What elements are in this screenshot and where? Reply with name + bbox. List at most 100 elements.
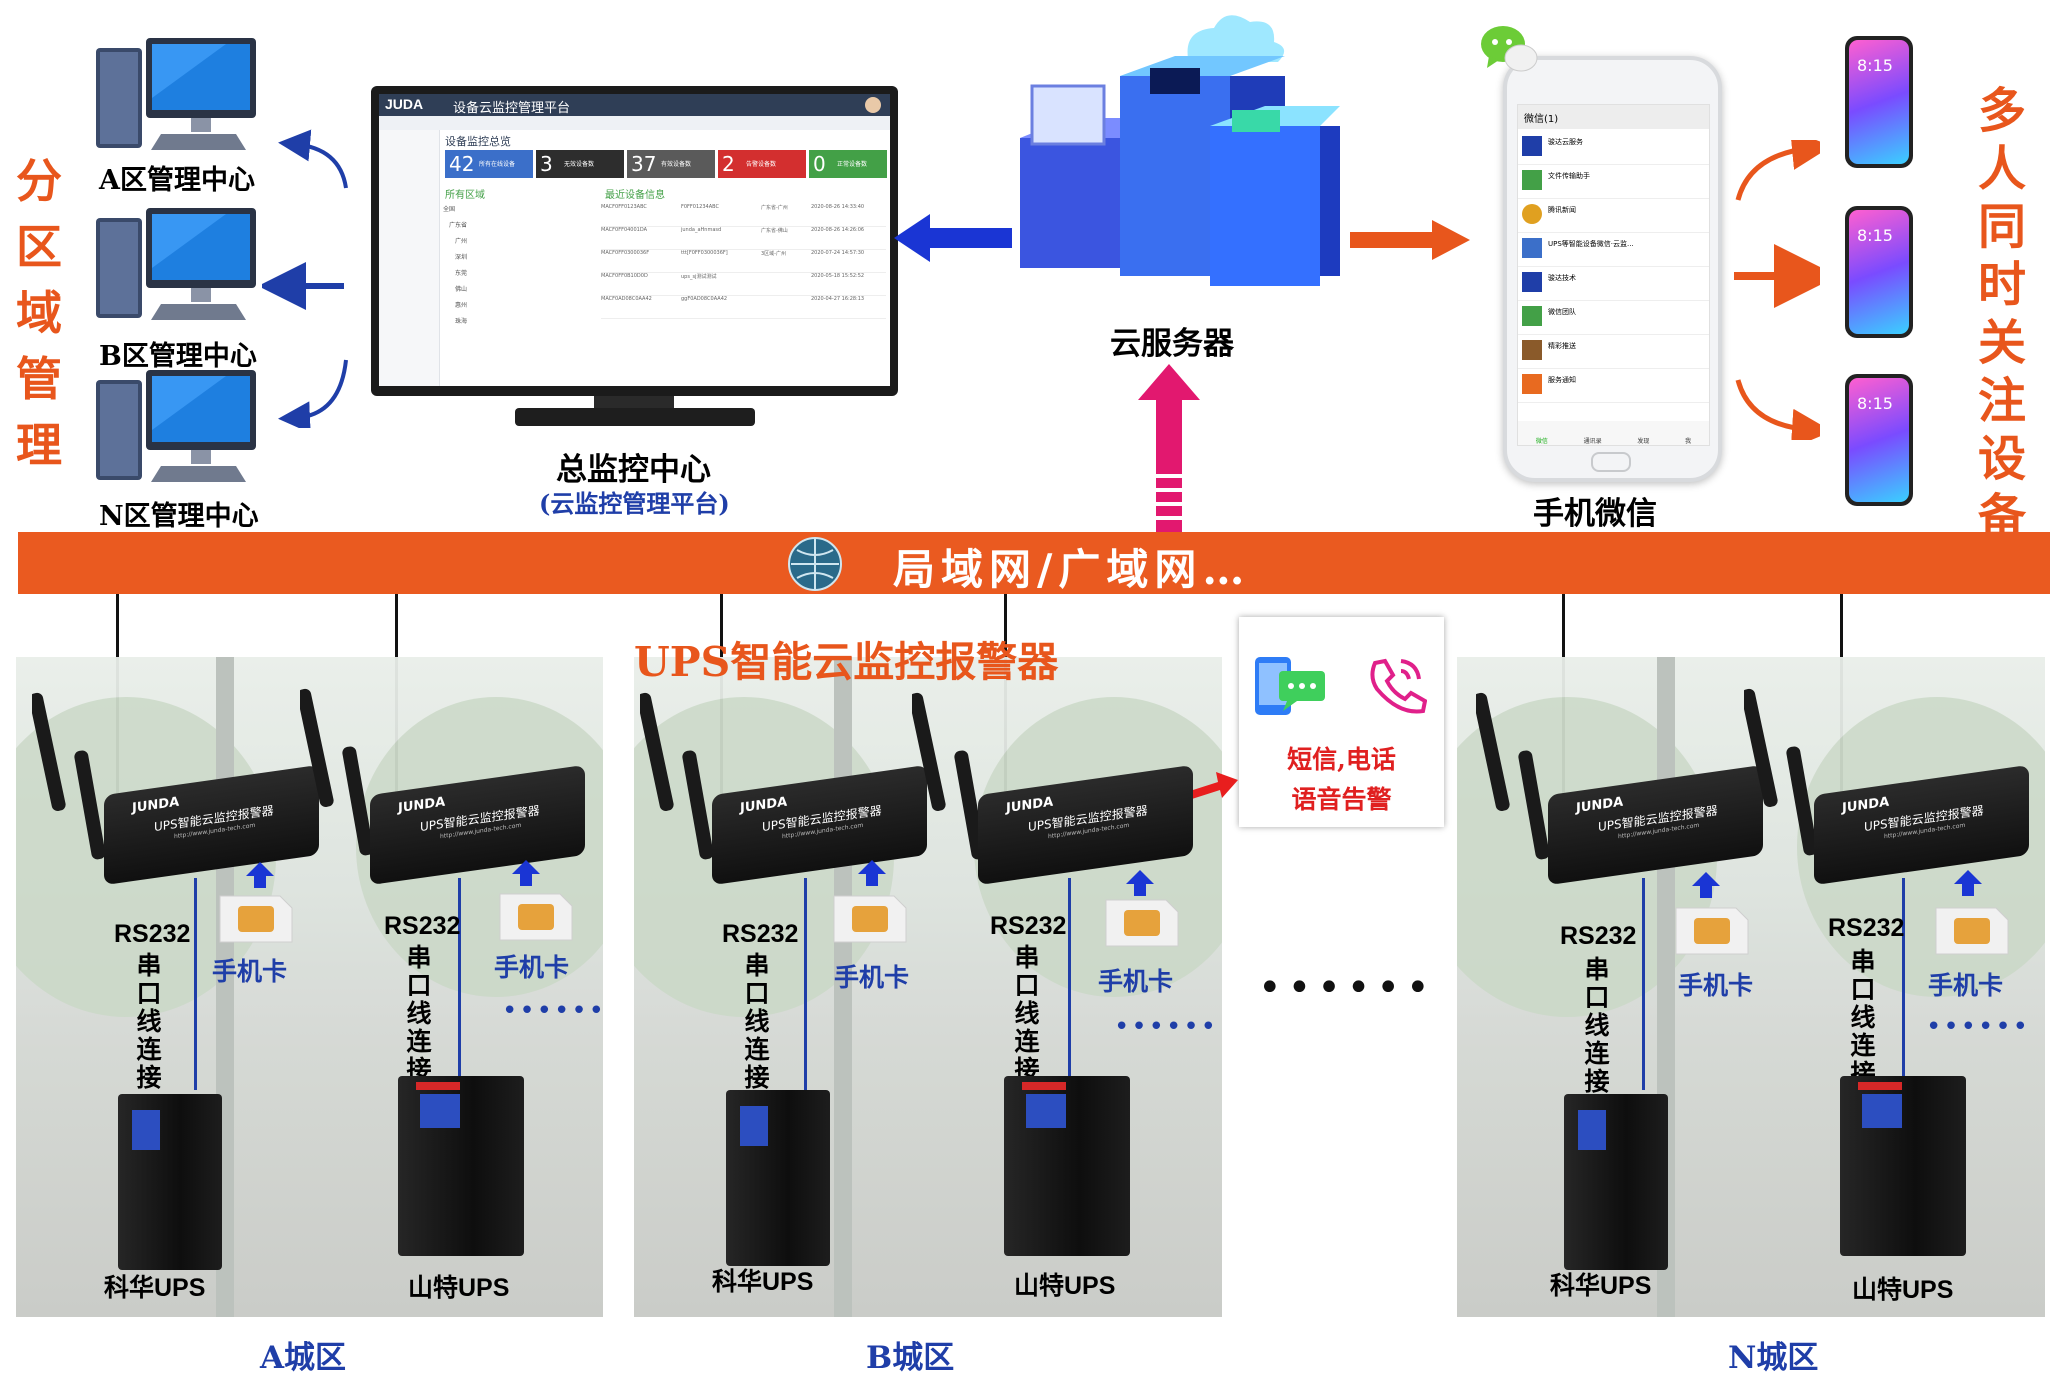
tree-item[interactable]: 佛山	[455, 286, 468, 293]
up-arrow-icon	[1954, 870, 1982, 896]
chat-name: 骏达技术	[1548, 274, 1576, 282]
list-item[interactable]: 文件传输助手	[1518, 165, 1709, 199]
row-name: ttt[F0FF0300036F]	[681, 250, 728, 256]
region-label-right: 多人同时关注设备	[1975, 82, 2029, 546]
tab-chats[interactable]: 微信	[1535, 438, 1548, 445]
row-id: MACF0FF0B10D0D	[601, 273, 648, 279]
row-id: MACF0FF04001DA	[601, 227, 648, 233]
tree-item[interactable]: 广东省	[449, 222, 468, 229]
tree-item[interactable]: 东莞	[455, 270, 468, 277]
follower-phone-time: 8:15	[1857, 56, 1893, 75]
up-arrow-icon	[246, 862, 274, 888]
alarm-text-line1: 短信,电话	[1287, 745, 1396, 774]
management-center-n-label: N区管理中心	[99, 501, 259, 532]
up-arrow-icon	[1692, 872, 1720, 898]
chat-name: 文件传输助手	[1548, 172, 1590, 180]
cable-label: 串口线连接	[1584, 955, 1610, 1096]
arrow-to-a	[278, 129, 348, 189]
list-item[interactable]: UPS等智能设备微信·云监...	[1518, 233, 1709, 267]
list-item[interactable]: 腾讯新闻	[1518, 199, 1709, 233]
sim-card-icon	[1675, 907, 1749, 955]
app-header: JUDA 设备云监控管理平台	[379, 94, 890, 116]
tree-item[interactable]: 惠州	[455, 302, 468, 309]
monitor-base	[515, 408, 755, 426]
chat-name: 腾讯新闻	[1548, 206, 1576, 214]
list-item[interactable]: 骏达云服务	[1518, 131, 1709, 165]
sidebar	[379, 130, 440, 386]
city-label-b: B城区	[866, 1340, 955, 1376]
tree-item[interactable]: 全国	[443, 206, 456, 213]
right-panel-title: 最近设备信息	[605, 190, 665, 201]
desktop-computer-icon	[96, 38, 256, 150]
ups-unit	[726, 1090, 830, 1266]
sms-icon	[1255, 657, 1325, 715]
stat-tile[interactable]: 42 所有在线设备	[445, 150, 533, 178]
list-item[interactable]: 微信团队	[1518, 301, 1709, 335]
globe-icon	[788, 537, 842, 591]
list-item[interactable]: 骏达技术	[1518, 267, 1709, 301]
serial-cable	[1902, 878, 1905, 1078]
follower-phone-2: 8:15	[1845, 206, 1913, 338]
section-title: 设备监控总览	[445, 135, 511, 148]
rs232-label: RS232	[384, 912, 461, 940]
up-arrow-icon	[858, 860, 886, 886]
stat-text: 所有在线设备	[479, 161, 516, 168]
more-dots: ••••••	[1114, 1012, 1219, 1042]
tab-discover[interactable]: 发现	[1637, 438, 1650, 445]
tab-contacts[interactable]: 通讯录	[1583, 438, 1602, 445]
row-id: MACF0FF0123ABC	[601, 204, 647, 210]
row-time: 2020-08-26 14:33:40	[811, 204, 865, 210]
sim-card-icon	[499, 893, 573, 941]
network-bar	[18, 532, 2050, 594]
management-center-a-label: A区管理中心	[99, 165, 255, 196]
row-id: MACF0FF0300036F	[601, 250, 650, 256]
more-dots: ••••••	[502, 996, 607, 1026]
avatar[interactable]	[865, 97, 881, 113]
tab-me[interactable]: 我	[1685, 438, 1692, 445]
wechat-icon	[1481, 26, 1538, 72]
tree-item[interactable]: 广州	[455, 238, 468, 245]
breadcrumb	[379, 116, 890, 130]
row-time: 2020-05-18 15:52:52	[811, 273, 865, 279]
serial-cable	[804, 878, 807, 1090]
monitor-stand	[594, 396, 674, 410]
stat-value: 42	[449, 152, 475, 176]
more-cities-ellipsis: ••••••	[1258, 965, 1436, 1011]
device-brand: JUNDA	[398, 794, 446, 817]
list-item[interactable]: 精彩推送	[1518, 335, 1709, 369]
tree-item[interactable]: 珠海	[455, 318, 468, 325]
phone-screen: 微信(1) 骏达云服务 文件传输助手 腾讯新闻 UPS等智能设备微信·云监...…	[1517, 104, 1710, 446]
table-row[interactable]: MACF0FF0B10D0D ups_sj测试测试 2020-05-18 15:52…	[601, 273, 886, 296]
region-tree: 全国 广东省 广州 深圳 东莞 佛山 惠州 珠海	[443, 202, 593, 382]
alarm-text: 短信,电话 语音告警	[1239, 740, 1444, 820]
ups-label: 山特UPS	[408, 1274, 510, 1302]
up-arrow-icon	[1126, 870, 1154, 896]
list-item[interactable]: 服务通知	[1518, 369, 1709, 403]
sim-card-icon	[833, 895, 907, 943]
stat-text: 告警设备数	[746, 161, 777, 168]
ups-unit	[118, 1094, 222, 1270]
tree-item[interactable]: 深圳	[455, 254, 468, 261]
ups-label: 科华UPS	[1550, 1272, 1652, 1300]
monitor-sub-caption: (云监控管理平台)	[539, 489, 730, 518]
follower-phone-time: 8:15	[1857, 394, 1893, 413]
device-brand: JUNDA	[1842, 794, 1890, 817]
city-label-a: A城区	[260, 1340, 347, 1376]
row-name: ups_sj测试测试	[681, 274, 717, 280]
antenna-icon	[300, 688, 374, 856]
more-dots: ••••••	[1926, 1012, 2031, 1042]
serial-cable	[194, 878, 197, 1090]
rs232-label: RS232	[114, 920, 191, 948]
ups-unit	[1564, 1094, 1668, 1270]
